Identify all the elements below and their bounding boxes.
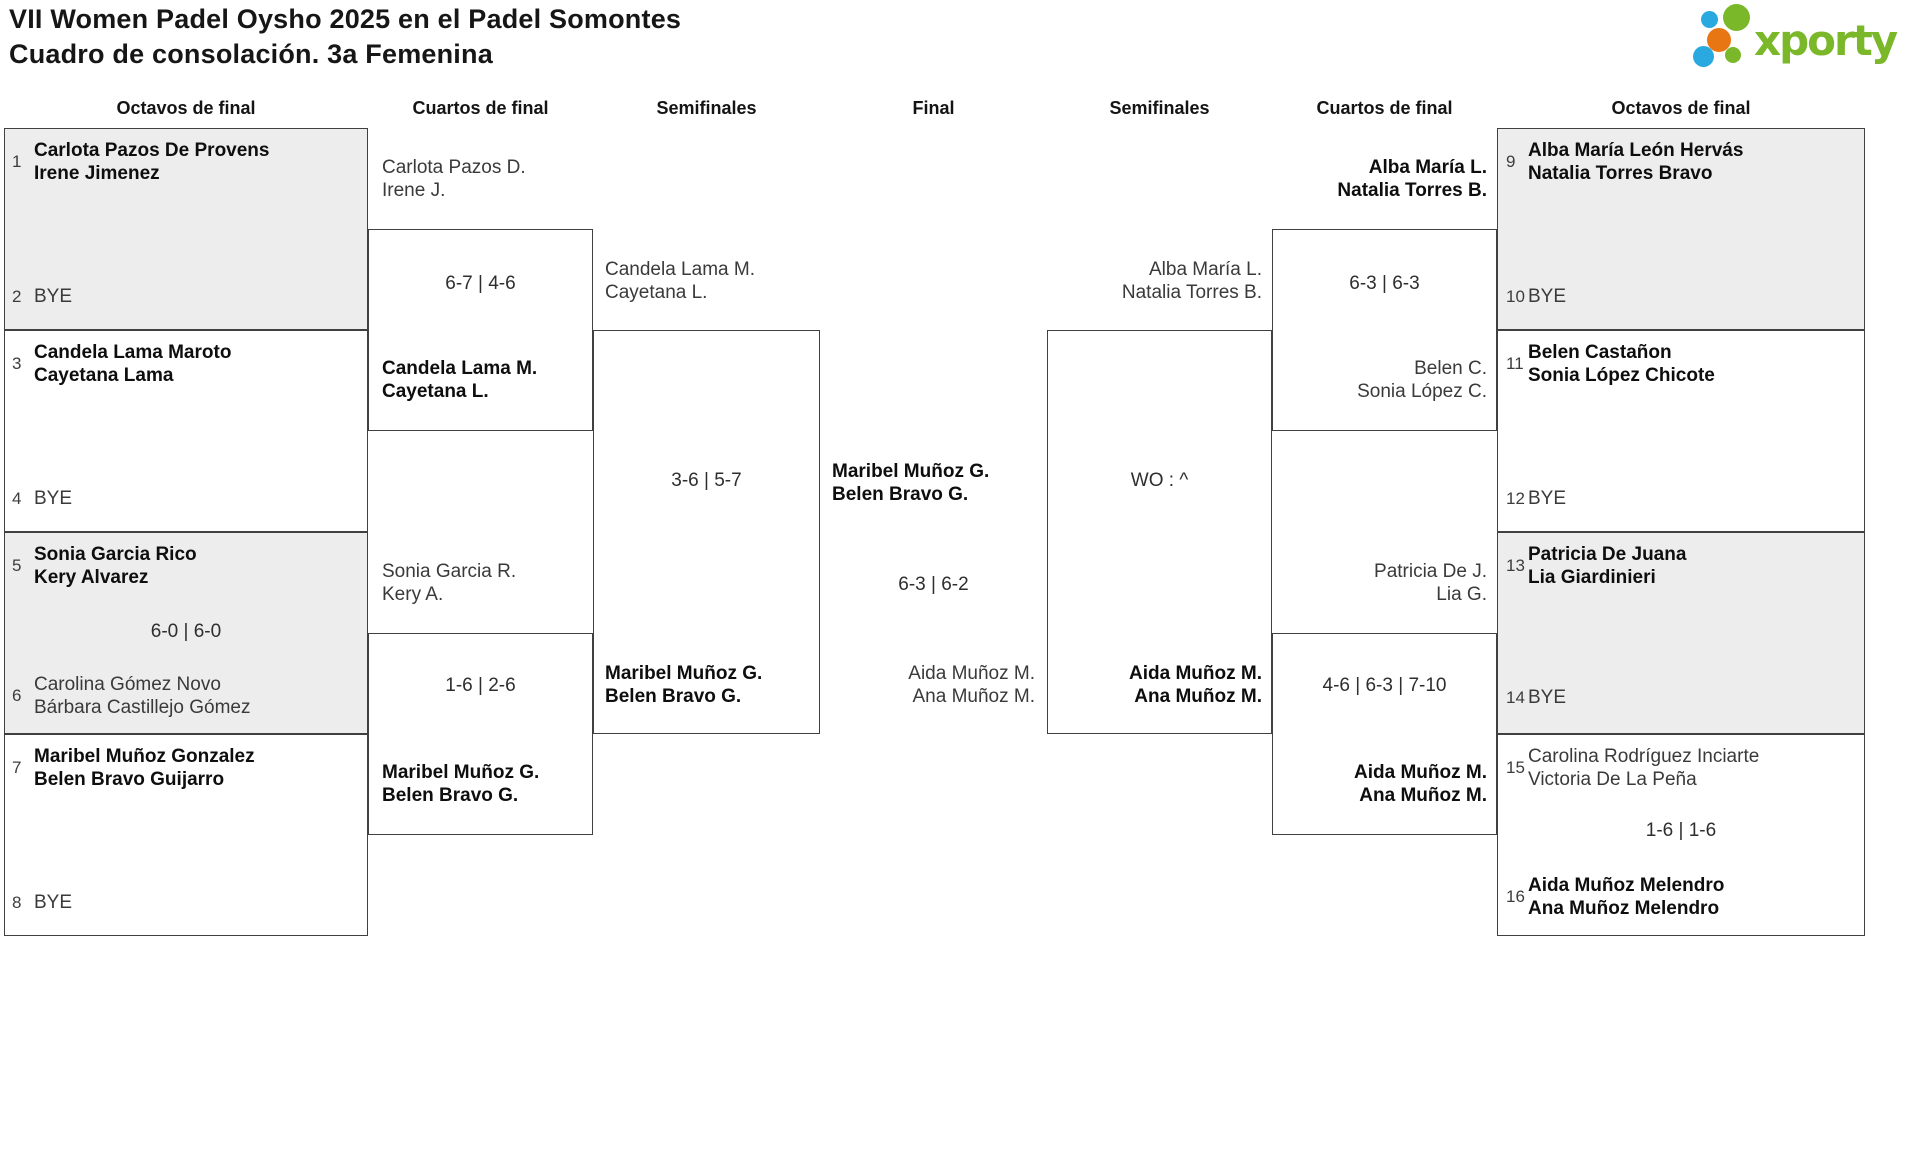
- r16-right-2-top-team-row: 11 Belen Castañon Sonia López Chicote: [1506, 341, 1858, 387]
- r16-left-2-top-team-row: 3 Candela Lama Maroto Cayetana Lama: [12, 341, 362, 387]
- seed-number: 9: [1506, 152, 1516, 171]
- seed-number: 5: [12, 556, 22, 575]
- logo-dot-green-small-icon: [1725, 47, 1741, 63]
- logo-dot-blue-icon: [1693, 46, 1714, 67]
- match-score: WO : ^: [1130, 470, 1189, 491]
- seed-number: 4: [12, 488, 22, 508]
- seed-number: 1: [12, 152, 22, 171]
- team-name: BYE: [1528, 687, 1567, 708]
- sf-right-top-team: Alba María L. Natalia Torres B.: [1121, 259, 1262, 303]
- team-name: Carolina Rodríguez Inciarte Victoria De …: [1528, 746, 1760, 790]
- match-box-qf-right-1: [1272, 229, 1497, 431]
- match-score: 1-6 | 1-6: [1645, 820, 1717, 841]
- r16-right-3-top-team-row: 13 Patricia De Juana Lia Giardinieri: [1506, 543, 1858, 589]
- qf-left-2-bottom-team: Maribel Muñoz G. Belen Bravo G.: [382, 762, 540, 806]
- sf-left-bottom-team: Maribel Muñoz G. Belen Bravo G.: [605, 663, 763, 707]
- tournament-subtitle: Cuadro de consolación. 3a Femenina: [9, 39, 493, 69]
- match-box-r16-right-3: [1497, 532, 1865, 734]
- seed-number: 7: [12, 758, 22, 777]
- final-score: 6-3 | 6-2: [898, 574, 969, 595]
- r16-left-4-bottom-team-row: 8 BYE: [12, 891, 362, 914]
- seed-number: 8: [12, 892, 22, 912]
- qf-right-1-bottom-team: Belen C. Sonia López C.: [1357, 358, 1487, 402]
- logo-wordmark: xporty: [1754, 16, 1898, 65]
- final-runnerup-team: Aida Muñoz M. Ana Muñoz M.: [908, 663, 1035, 707]
- match-box-r16-left-4: [4, 734, 368, 936]
- qf-right-1-top-team: Alba María L. Natalia Torres B.: [1337, 157, 1487, 201]
- r16-right-2-bottom-team-row: 12 BYE: [1506, 487, 1858, 510]
- seed-number: 6: [12, 686, 22, 705]
- sf-left-top-team: Candela Lama M. Cayetana L.: [605, 259, 755, 303]
- match-box-r16-right-2: [1497, 330, 1865, 532]
- team-name: Maribel Muñoz Gonzalez Belen Bravo Guija…: [34, 746, 255, 790]
- qf-left-1-bottom-team: Candela Lama M. Cayetana L.: [382, 358, 538, 402]
- r16-left-1-bottom-team-row: 2 BYE: [12, 285, 362, 308]
- tournament-title: VII Women Padel Oysho 2025 en el Padel S…: [9, 4, 682, 34]
- round-header-cuartos-left: Cuartos de final: [412, 98, 549, 118]
- sf-right-bottom-team: Aida Muñoz M. Ana Muñoz M.: [1129, 663, 1262, 707]
- r16-left-2-bottom-team-row: 4 BYE: [12, 487, 362, 510]
- team-name: BYE: [1528, 488, 1567, 509]
- match-box-r16-left-3: [4, 532, 368, 734]
- match-box-r16-left-1: [4, 128, 368, 330]
- seed-number: 15: [1506, 758, 1525, 777]
- r16-left-1-top-team-row: 1 Carlota Pazos De Provens Irene Jimenez: [12, 139, 362, 185]
- match-score: 4-6 | 6-3 | 7-10: [1322, 675, 1447, 696]
- r16-left-3-bottom-team-row: 6 Carolina Gómez Novo Bárbara Castillejo…: [12, 673, 362, 719]
- seed-number: 16: [1506, 887, 1525, 906]
- logo-dot-blue-small-icon: [1701, 11, 1718, 28]
- logo-dot-green-large-icon: [1723, 4, 1750, 31]
- round-header-octavos-left: Octavos de final: [116, 98, 256, 118]
- match-score: 6-7 | 4-6: [445, 273, 516, 294]
- r16-right-3-bottom-team-row: 14 BYE: [1506, 686, 1858, 709]
- qf-right-2-bottom-team: Aida Muñoz M. Ana Muñoz M.: [1354, 762, 1487, 806]
- match-box-r16-left-2: [4, 330, 368, 532]
- round-header-semis-right: Semifinales: [1109, 98, 1210, 118]
- team-name: BYE: [34, 286, 73, 307]
- r16-right-4-top-team-row: 15 Carolina Rodríguez Inciarte Victoria …: [1506, 745, 1858, 791]
- team-name: Carlota Pazos De Provens Irene Jimenez: [34, 140, 270, 184]
- seed-number: 14: [1506, 687, 1525, 707]
- final-winner-team: Maribel Muñoz G. Belen Bravo G.: [832, 461, 990, 505]
- seed-number: 3: [12, 354, 22, 373]
- match-box-sf-left: [593, 330, 820, 734]
- match-score: 6-0 | 6-0: [150, 621, 222, 642]
- match-score: 1-6 | 2-6: [445, 675, 516, 696]
- match-box-qf-left-1: [368, 229, 593, 431]
- team-name: Alba María León Hervás Natalia Torres Br…: [1528, 140, 1744, 184]
- qf-left-2-top-team: Sonia Garcia R. Kery A.: [382, 561, 517, 605]
- r16-left-3-top-team-row: 5 Sonia Garcia Rico Kery Alvarez: [12, 543, 362, 589]
- round-header-final: Final: [912, 98, 955, 118]
- round-header-octavos-right: Octavos de final: [1611, 98, 1751, 118]
- match-box-r16-right-4: [1497, 734, 1865, 936]
- round-header-semis-left: Semifinales: [656, 98, 757, 118]
- team-name: BYE: [1528, 286, 1567, 307]
- team-name: Belen Castañon Sonia López Chicote: [1528, 342, 1715, 386]
- r16-left-4-top-team-row: 7 Maribel Muñoz Gonzalez Belen Bravo Gui…: [12, 745, 362, 791]
- team-name: BYE: [34, 892, 73, 913]
- team-name: Carolina Gómez Novo Bárbara Castillejo G…: [34, 674, 251, 718]
- r16-right-1-bottom-team-row: 10 BYE: [1506, 285, 1858, 308]
- match-box-r16-right-1: [1497, 128, 1865, 330]
- team-name: Patricia De Juana Lia Giardinieri: [1528, 544, 1687, 588]
- match-score: 6-3 | 6-3: [1349, 273, 1420, 294]
- qf-right-2-top-team: Patricia De J. Lia G.: [1374, 561, 1487, 605]
- seed-number: 11: [1506, 354, 1524, 373]
- team-name: Aida Muñoz Melendro Ana Muñoz Melendro: [1528, 875, 1725, 919]
- round-header-cuartos-right: Cuartos de final: [1316, 98, 1453, 118]
- match-box-qf-left-2: [368, 633, 593, 835]
- match-box-sf-right: [1047, 330, 1272, 734]
- qf-left-1-top-team: Carlota Pazos D. Irene J.: [382, 157, 526, 201]
- team-name: Candela Lama Maroto Cayetana Lama: [34, 342, 232, 386]
- match-score: 3-6 | 5-7: [671, 470, 742, 491]
- match-box-qf-right-2: [1272, 633, 1497, 835]
- seed-number: 12: [1506, 488, 1525, 508]
- team-name: BYE: [34, 488, 73, 509]
- seed-number: 13: [1506, 556, 1525, 575]
- r16-right-4-bottom-team-row: 16 Aida Muñoz Melendro Ana Muñoz Melendr…: [1506, 874, 1858, 920]
- seed-number: 2: [12, 286, 22, 306]
- team-name: Sonia Garcia Rico Kery Alvarez: [34, 544, 197, 588]
- r16-right-1-top-team-row: 9 Alba María León Hervás Natalia Torres …: [1506, 139, 1858, 185]
- seed-number: 10: [1506, 286, 1525, 306]
